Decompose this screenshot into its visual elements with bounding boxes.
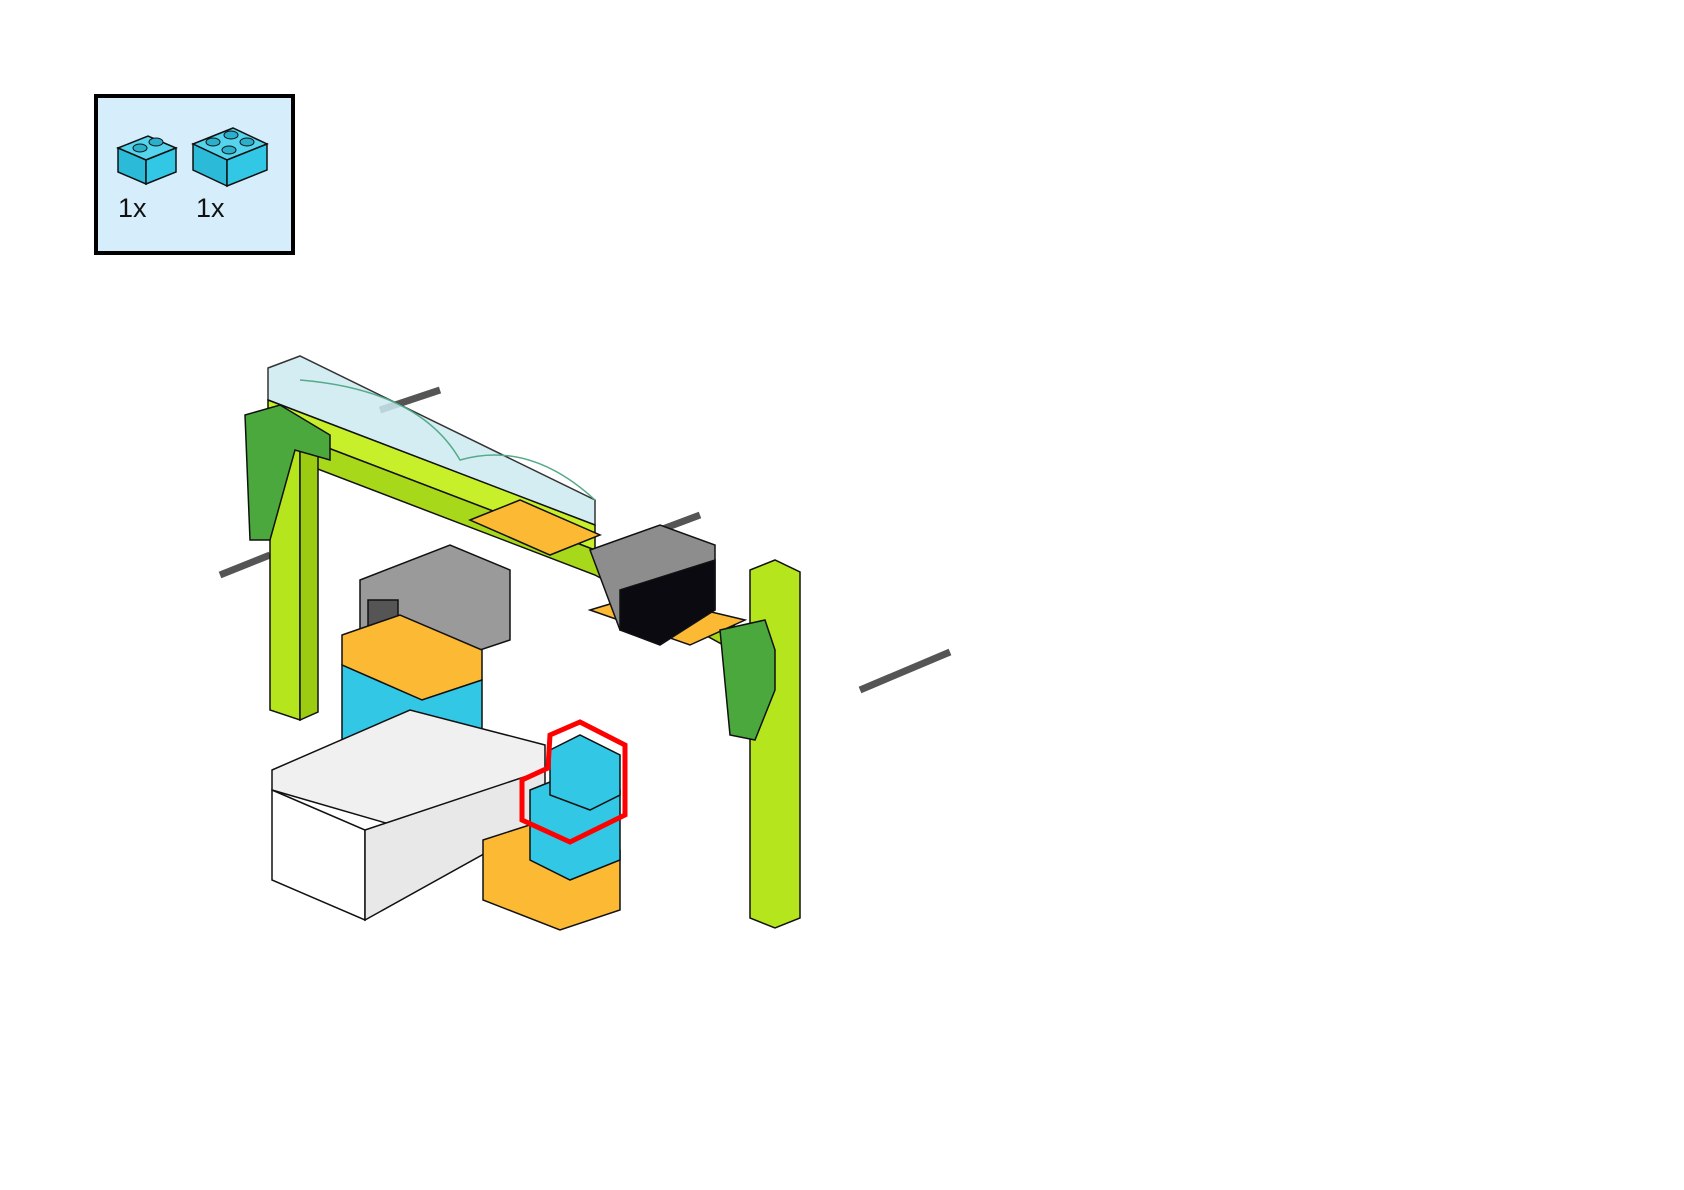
smarthub [271,709,546,922]
brick-2x2-icon [191,120,269,190]
quantity-label: 1x [196,193,225,223]
lego-model-illustration [200,350,970,1010]
transparent-slope-bricks [267,355,596,527]
new-bricks [482,734,621,931]
parts-list-callout: 1x 1x [94,94,295,255]
brick-1x2-icon [116,128,178,188]
tilt-sensor [589,524,716,646]
quantity-label: 1x [118,193,147,223]
highlight-outline [519,719,628,845]
lime-beam-right [719,559,801,929]
lime-beam-left [244,404,331,722]
